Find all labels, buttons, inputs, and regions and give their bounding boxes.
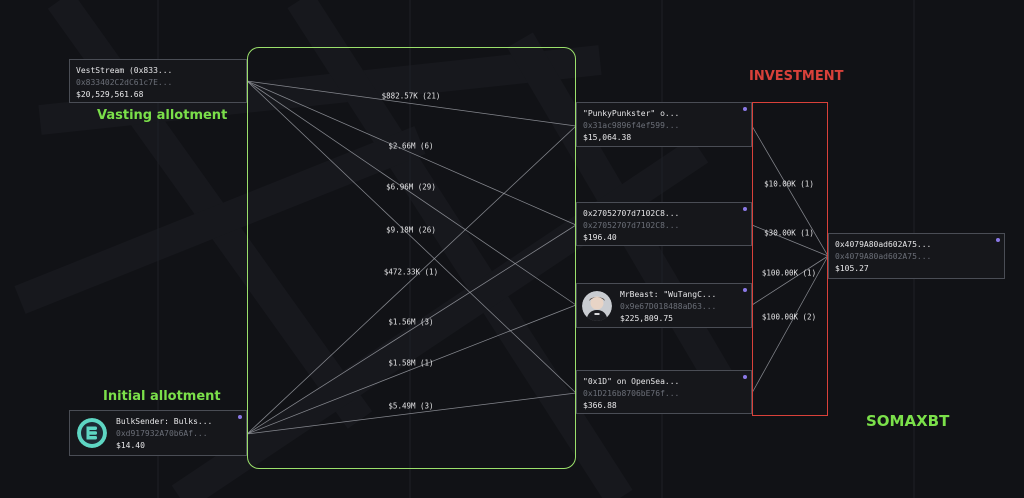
initial-allotment-label: Initial allotment: [103, 389, 221, 404]
status-dot: [743, 107, 747, 111]
edge-vest-x1d: [246, 80, 577, 394]
edge-vest-mrbeast: [246, 80, 577, 306]
edge-vest-x2705: [246, 80, 577, 226]
node-0x27052707[interactable]: 0x27052707d7102C8... 0x27052707d7102C8..…: [576, 202, 752, 246]
edge-label: $1.56M (3): [388, 317, 434, 327]
bulksender-logo-icon: [77, 418, 107, 448]
node-0x4079a80a[interactable]: 0x4079A80ad602A75... 0x4079A80ad602A75..…: [828, 233, 1005, 279]
edge-label: $100.00K (1): [761, 268, 817, 278]
edge-label: $472.33K (1): [383, 267, 439, 277]
status-dot: [743, 375, 747, 379]
edge-label: $1.58M (1): [388, 358, 434, 368]
edge-label: $6.96M (29): [386, 182, 436, 192]
edge-label: $10.00K (1): [764, 179, 814, 189]
node-title: BulkSender: Bulks...: [116, 417, 213, 426]
status-dot: [743, 207, 747, 211]
node-0x1d-opensea[interactable]: "0x1D" on OpenSea... 0x1D216b8706bE76f..…: [576, 370, 752, 414]
node-address: 0x31ac9896f4ef599...: [583, 121, 680, 130]
edge-bulk-x1d: [246, 392, 577, 435]
node-address: 0x1D216b8706bE76f...: [583, 389, 680, 398]
edge-mrbeast-x4079: [751, 255, 829, 306]
status-dot: [238, 415, 242, 419]
node-address: 0x27052707d7102C8...: [583, 221, 680, 230]
edge-bulk-punky: [246, 125, 577, 435]
node-punkypunkster[interactable]: "PunkyPunkster" o... 0x31ac9896f4ef599..…: [576, 102, 752, 147]
node-balance: $366.88: [583, 401, 617, 410]
vesting-allotment-label: Vasting allotment: [97, 108, 228, 123]
vesting-group-frame: [247, 47, 576, 469]
investment-label: INVESTMENT: [749, 69, 844, 84]
status-dot: [996, 238, 1000, 242]
edge-bulk-x2705: [246, 224, 577, 435]
edge-label: $882.57K (21): [381, 91, 441, 101]
investment-group-frame: [752, 102, 828, 416]
edge-label: $2.66M (6): [388, 141, 434, 151]
node-title: "PunkyPunkster" o...: [583, 109, 680, 118]
node-title: 0x4079A80ad602A75...: [835, 240, 932, 249]
node-title: MrBeast: "WuTangC...: [620, 290, 717, 299]
edge-label: $100.00K (2): [761, 312, 817, 322]
node-title: "0x1D" on OpenSea...: [583, 377, 680, 386]
node-address: 0x9e67D018488aD63...: [620, 302, 717, 311]
edge-label: $5.49M (3): [388, 401, 434, 411]
node-veststream[interactable]: VestStream (0x833... 0x833402C2dC61c7E..…: [69, 59, 247, 103]
status-dot: [743, 288, 747, 292]
edge-bulk-mrbeast: [246, 304, 577, 435]
node-balance: $105.27: [835, 264, 869, 273]
node-balance: $20,529,561.68: [76, 90, 144, 99]
edge-x1d-x4079: [751, 255, 829, 394]
node-mrbeast[interactable]: MrBeast: "WuTangC... 0x9e67D018488aD63..…: [576, 283, 752, 328]
node-address: 0x833402C2dC61c7E...: [76, 78, 173, 87]
edge-label: $30.00K (1): [764, 228, 814, 238]
node-title: VestStream (0x833...: [76, 66, 173, 75]
node-address: 0xd917932A70b6Af...: [116, 429, 208, 438]
edge-vest-punky: [246, 80, 577, 127]
node-balance: $225,809.75: [620, 314, 673, 323]
node-balance: $196.40: [583, 233, 617, 242]
edge-label: $9.18M (26): [386, 225, 436, 235]
node-balance: $15,064.38: [583, 133, 632, 142]
node-balance: $14.40: [116, 441, 145, 450]
somaxbt-label: SOMAXBT: [866, 412, 950, 430]
node-title: 0x27052707d7102C8...: [583, 209, 680, 218]
edge-x2705-x4079: [751, 224, 829, 257]
edge-punky-x4079: [751, 125, 829, 257]
node-bulksender[interactable]: BulkSender: Bulks... 0xd917932A70b6Af...…: [69, 410, 247, 456]
node-address: 0x4079A80ad602A75...: [835, 252, 932, 261]
mrbeast-avatar-icon: [582, 291, 612, 321]
